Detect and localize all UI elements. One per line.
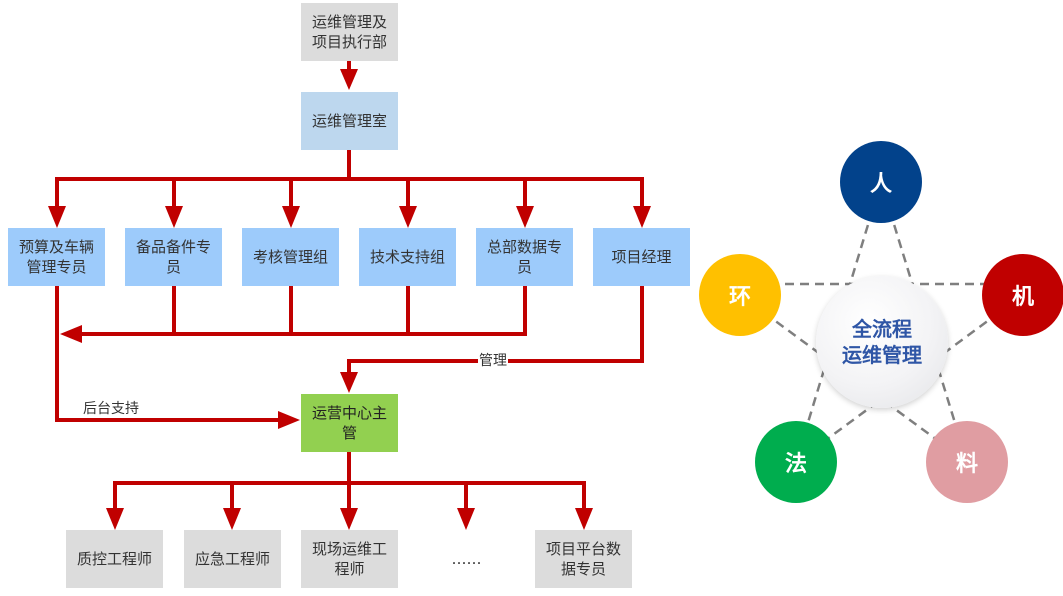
org-box-qc-engineer[interactable]: 质控工程师 bbox=[66, 530, 163, 588]
org-box-ops-center-manager[interactable]: 运营中心主 管 bbox=[301, 394, 398, 452]
org-box-spare-parts[interactable]: 备品备件专 员 bbox=[125, 228, 222, 286]
arrowhead bbox=[457, 508, 475, 530]
arrowhead bbox=[223, 508, 241, 530]
node-machine[interactable]: 机 bbox=[982, 254, 1063, 336]
org-box-ellipsis: …… bbox=[451, 550, 482, 568]
org-box-project-manager[interactable]: 项目经理 bbox=[593, 228, 690, 286]
arrowhead bbox=[278, 411, 300, 429]
arrowhead bbox=[60, 325, 82, 343]
node-material[interactable]: 料 bbox=[926, 421, 1008, 503]
org-box-hq-data[interactable]: 总部数据专 员 bbox=[476, 228, 573, 286]
center-node-line1: 全流程 bbox=[852, 317, 912, 341]
arrowhead bbox=[282, 206, 300, 228]
arrowhead bbox=[340, 69, 358, 90]
org-box-budget-vehicle[interactable]: 预算及车辆 管理专员 bbox=[8, 228, 105, 286]
org-box-field-ops-engineer[interactable]: 现场运维工 程师 bbox=[301, 530, 398, 588]
org-box-emergency-engineer[interactable]: 应急工程师 bbox=[184, 530, 281, 588]
node-environment[interactable]: 环 bbox=[699, 254, 781, 336]
arrowhead bbox=[633, 206, 651, 228]
node-method[interactable]: 法 bbox=[755, 421, 837, 503]
arrowhead bbox=[399, 206, 417, 228]
arrowhead bbox=[48, 206, 66, 228]
center-node-full-process-ops[interactable]: 全流程 运维管理 bbox=[816, 276, 948, 408]
org-box-tech-support-group[interactable]: 技术支持组 bbox=[359, 228, 456, 286]
arrowhead bbox=[516, 206, 534, 228]
node-people[interactable]: 人 bbox=[840, 141, 922, 223]
arrowhead bbox=[340, 372, 358, 393]
edge-label-management: 管理 bbox=[478, 353, 508, 369]
dashed-line-people-method bbox=[794, 181, 883, 463]
org-box-ops-management-dept[interactable]: 运维管理及 项目执行部 bbox=[301, 3, 398, 61]
arrowhead bbox=[575, 508, 593, 530]
arrowhead bbox=[165, 206, 183, 228]
org-box-ops-management-office[interactable]: 运维管理室 bbox=[301, 92, 398, 150]
arrowhead bbox=[340, 508, 358, 530]
org-box-assessment-group[interactable]: 考核管理组 bbox=[242, 228, 339, 286]
org-box-platform-data[interactable]: 项目平台数 据专员 bbox=[535, 530, 632, 588]
edge-label-backend-support: 后台支持 bbox=[82, 401, 140, 417]
arrowhead bbox=[106, 508, 124, 530]
center-node-line2: 运维管理 bbox=[842, 343, 922, 367]
dashed-line-people-material bbox=[879, 181, 969, 463]
